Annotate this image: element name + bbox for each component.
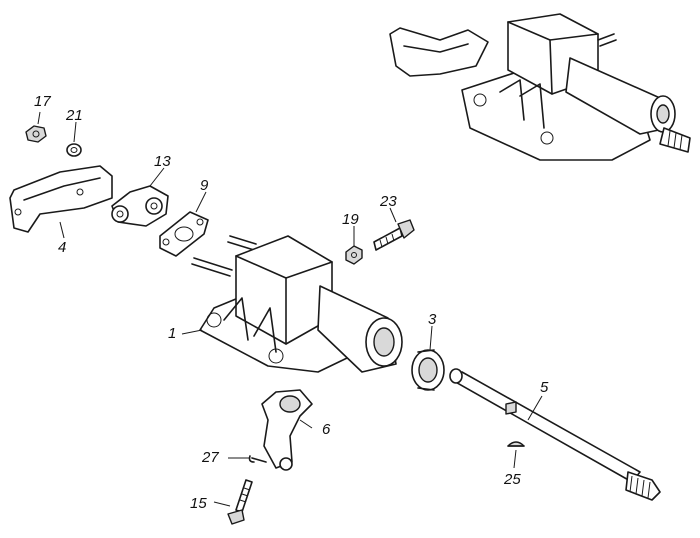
part-15-bolt xyxy=(227,479,253,525)
callout-23: 23 xyxy=(379,193,397,210)
part-13-block xyxy=(111,185,169,227)
callout-numbers: 17 21 4 13 9 1 19 23 3 5 6 27 25 15 xyxy=(34,93,549,512)
callout-25: 25 xyxy=(503,471,521,488)
part-21-washer xyxy=(66,143,82,157)
part-23-bolt xyxy=(373,219,415,251)
callout-27: 27 xyxy=(201,449,219,466)
part-19-nut xyxy=(345,245,363,265)
callout-19: 19 xyxy=(342,211,359,228)
part-6-lever xyxy=(261,389,313,471)
part-1-housing xyxy=(191,235,403,373)
part-3-seal xyxy=(411,349,445,391)
callout-6: 6 xyxy=(322,421,331,438)
part-4-lever-bracket xyxy=(9,165,113,233)
callout-5: 5 xyxy=(540,379,549,396)
part-9-gasket xyxy=(159,211,209,257)
assembled-housing-view xyxy=(389,13,691,161)
leader-lines xyxy=(37,111,543,507)
callout-4: 4 xyxy=(58,239,66,256)
callout-9: 9 xyxy=(200,177,209,194)
part-25-key xyxy=(507,441,525,447)
callout-13: 13 xyxy=(154,153,171,170)
part-5-shaft xyxy=(449,368,661,501)
callout-1: 1 xyxy=(168,325,176,342)
callout-15: 15 xyxy=(190,495,207,512)
callout-21: 21 xyxy=(65,107,83,124)
callout-3: 3 xyxy=(428,311,437,328)
callout-17: 17 xyxy=(34,93,51,110)
part-17-nut xyxy=(25,125,47,143)
part-27-pin xyxy=(248,455,267,463)
